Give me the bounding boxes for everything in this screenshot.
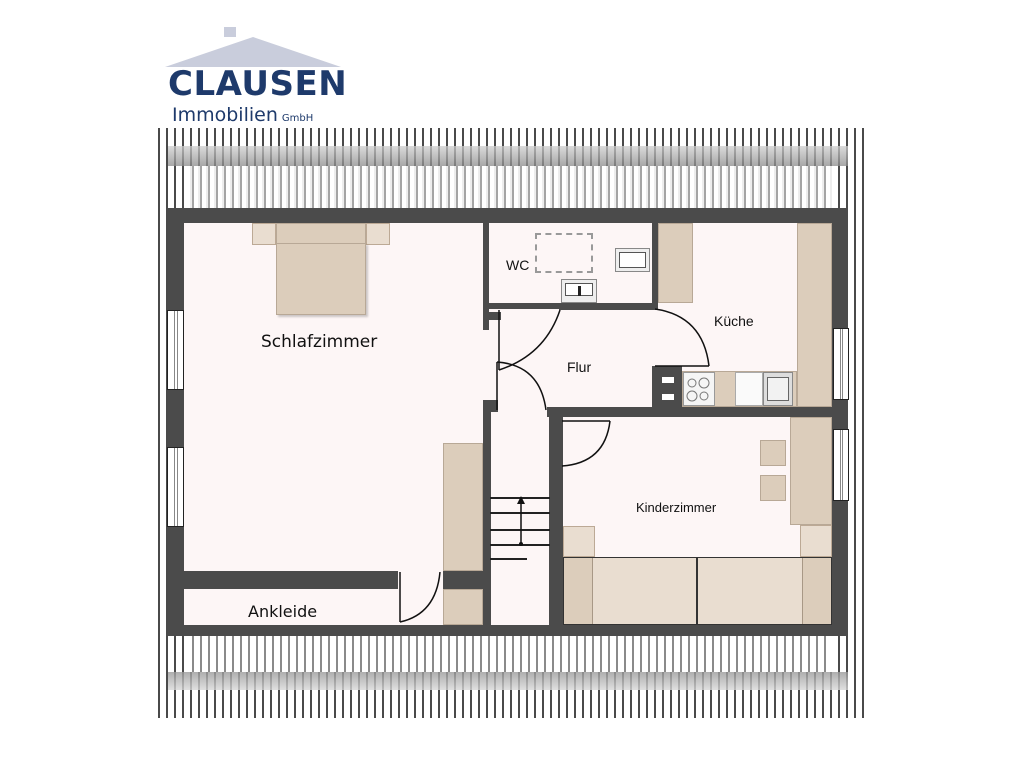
room-flur-kitchen-opening: [652, 309, 658, 366]
door-swing-kitchen: [655, 308, 710, 367]
chair-2: [760, 475, 786, 501]
door-swing-kinderzimmer: [561, 420, 611, 467]
window-bedroom-2: [167, 447, 184, 527]
side-cabinet-left: [563, 526, 595, 557]
wall-wc-bottom: [559, 303, 658, 310]
window-kitchen: [833, 328, 849, 400]
chimney-vent-2: [662, 394, 674, 400]
chair-1: [760, 440, 786, 466]
window-kinderzimmer: [833, 429, 849, 501]
wardrobe-kinderzimmer: [790, 417, 832, 525]
stair-step: [490, 558, 527, 560]
door-swing-bedroom: [496, 309, 561, 411]
wall-kitchen-chimney: [652, 366, 682, 407]
wall-bedroom-flur-upper: [483, 223, 489, 330]
side-cabinet-right: [800, 525, 832, 557]
roof-eave-top: [168, 146, 848, 166]
wall-ankleide-divider: [184, 571, 398, 589]
kitchen-sink: [763, 372, 793, 406]
logo-company-name: CLAUSEN: [168, 64, 348, 104]
nightstand-left: [252, 223, 276, 245]
stair-step: [490, 512, 550, 514]
logo-subtitle-text: Immobilien: [172, 104, 278, 126]
kitchen-tall-cabinet: [658, 223, 693, 303]
room-schlafzimmer-door-gap: [483, 330, 491, 405]
wall-door-jamb-top: [483, 312, 501, 320]
wall-stair-kinderzimmer-jamb: [549, 415, 563, 423]
toilet: [615, 248, 650, 272]
wall-ankleide-divider-right: [443, 571, 483, 589]
room-label-kueche: Küche: [714, 313, 754, 329]
bed-headboard: [276, 223, 366, 245]
stove-icon: [683, 372, 715, 406]
roof-overhang-bottom: [186, 636, 832, 672]
logo-chimney-icon: [224, 27, 236, 37]
bed-2: [697, 557, 832, 625]
room-label-ankleide: Ankleide: [248, 602, 318, 621]
wardrobe-ankleide: [443, 589, 483, 625]
room-flur-lower: [489, 407, 555, 417]
stair-direction-arrow-icon: [516, 496, 526, 553]
bed: [276, 243, 366, 315]
room-label-flur: Flur: [567, 359, 592, 375]
room-label-wc: WC: [506, 257, 530, 273]
wash-basin: [561, 279, 597, 303]
logo-roof-icon: [165, 37, 341, 67]
wall-stair-kinderzimmer: [549, 467, 563, 625]
stair-step: [490, 529, 550, 531]
bed-1: [563, 557, 697, 625]
kitchen-counter-right: [797, 223, 832, 407]
nightstand-right: [366, 223, 390, 245]
wall-flur-kinderzimmer: [547, 407, 848, 417]
door-swing-ankleide: [399, 572, 441, 623]
roof-overhang-top: [186, 166, 832, 208]
window-bedroom-1: [167, 310, 184, 390]
roof-eave-bottom: [168, 672, 848, 690]
wall-door-jamb-bottom: [483, 400, 498, 412]
room-label-schlafzimmer: Schlafzimmer: [261, 332, 378, 352]
room-stairwell: [491, 415, 549, 625]
chimney-vent-1: [662, 377, 674, 383]
kitchen-counter-white: [735, 372, 763, 406]
room-label-kinderzimmer: Kinderzimmer: [636, 500, 717, 515]
wardrobe-schlafzimmer: [443, 443, 483, 571]
wall-wc-right: [652, 223, 658, 310]
ankleide-door-opening: [398, 571, 443, 625]
shower-tray-outline: [535, 233, 593, 273]
room-flur: [489, 309, 652, 407]
wall-bedroom-flur-lower: [483, 405, 491, 625]
logo-suffix: GmbH: [281, 113, 314, 124]
